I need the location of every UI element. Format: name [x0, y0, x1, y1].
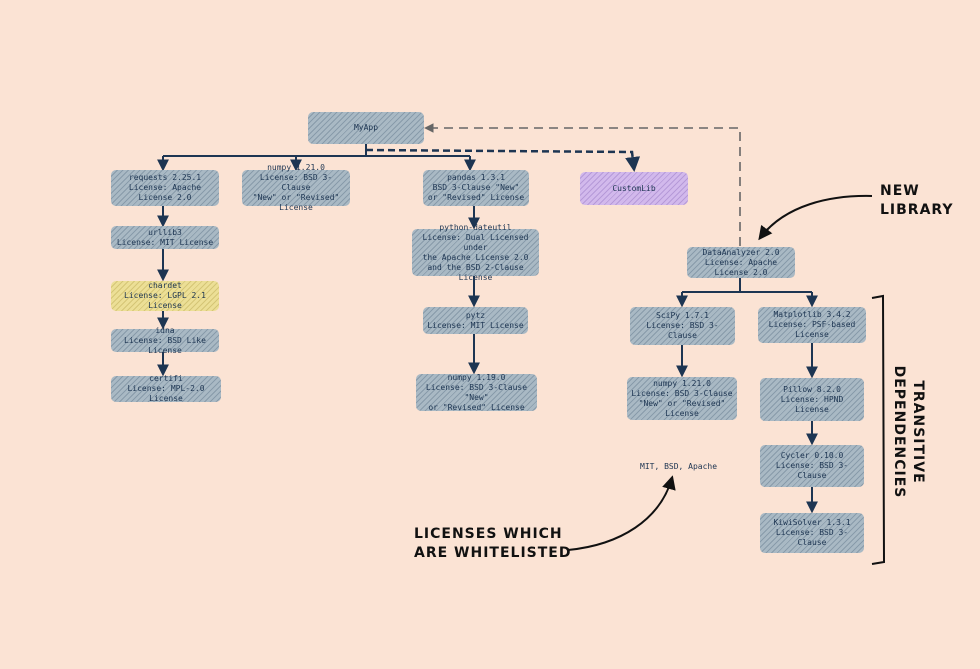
node-numpy-scipy[interactable]: numpy 1.21.0 License: BSD 3-Clause "New"…	[627, 377, 737, 420]
node-scipy[interactable]: SciPy 1.7.1 License: BSD 3-Clause	[630, 307, 735, 345]
node-pillow[interactable]: Pillow 8.2.0 License: HPND License	[760, 378, 864, 421]
node-cycler[interactable]: Cycler 0.10.0 License: BSD 3-Clause	[760, 445, 864, 487]
dataanalyzer-edges	[676, 278, 818, 514]
node-python-dateutil[interactable]: python-dateutil License: Dual Licensed u…	[412, 223, 539, 282]
node-certifi[interactable]: certifi License: MPL-2.0 License	[111, 374, 221, 403]
annotation-whitelisted: LICENSES WHICH ARE WHITELISTED	[414, 526, 572, 561]
whitelist-arrow	[567, 475, 676, 551]
annotation-new-library: NEW LIBRARY	[880, 183, 954, 218]
node-customlib[interactable]: CustomLib	[580, 172, 688, 205]
node-urllib3[interactable]: urllib3 License: MIT License	[111, 226, 219, 249]
node-dataanalyzer[interactable]: DataAnalyzer 2.0 License: Apache License…	[687, 247, 795, 278]
node-numpy-top[interactable]: numpy 1.21.0 License: BSD 3-Clause "New"…	[242, 163, 350, 212]
node-pandas[interactable]: pandas 1.3.1 BSD 3-Clause "New" or "Revi…	[423, 170, 529, 206]
node-chardet[interactable]: chardet License: LGPL 2.1 License	[111, 281, 219, 311]
node-pytz[interactable]: pytz License: MIT License	[423, 307, 528, 334]
node-requests[interactable]: requests 2.25.1 License: Apache License …	[111, 170, 219, 206]
new-library-arrow	[758, 194, 873, 241]
whitelist-values: MIT, BSD, Apache	[640, 462, 718, 471]
node-myapp[interactable]: MyApp	[308, 112, 424, 144]
node-idna[interactable]: idna License: BSD Like License	[111, 326, 219, 355]
transitive-bracket	[871, 294, 886, 565]
myapp-edges	[157, 143, 641, 172]
node-matplotlib[interactable]: Matplotlib 3.4.2 License: PSF-based Lice…	[758, 307, 866, 343]
node-numpy-pandas[interactable]: numpy 1.19.0 License: BSD 3-Clause "New"…	[416, 373, 537, 412]
annotation-transitive-dependencies: TRANSITIVE DEPENDENCIES	[891, 365, 926, 499]
node-kiwisolver[interactable]: KiwiSolver 1.3.1 License: BSD 3-Clause	[760, 513, 864, 553]
